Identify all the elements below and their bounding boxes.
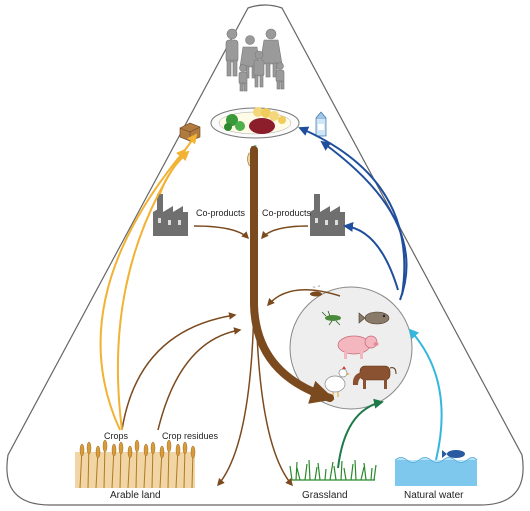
label-crops: Crops (104, 431, 129, 441)
flow-crops-to-center (121, 312, 237, 431)
flow-livestock-to-plate (298, 126, 406, 296)
fish-icon (358, 311, 390, 325)
label-arable-land: Arable land (110, 490, 161, 501)
factory-icon (310, 194, 345, 236)
flow-crops-to-factory (116, 133, 198, 431)
tuna-icon (442, 450, 465, 458)
manure-icon (310, 285, 322, 297)
water-icon (394, 457, 478, 486)
flow-coproducts-right (261, 225, 309, 240)
label-crop-residues: Crop residues (162, 431, 219, 441)
label-grassland: Grassland (302, 490, 348, 501)
people-icon (225, 28, 285, 92)
label-coproducts-right: Co-products (262, 208, 312, 218)
flow-residues-to-livestock (157, 327, 242, 431)
milk-carton-icon (315, 111, 327, 137)
wheat-icon (75, 439, 196, 489)
flow-coproducts-left (193, 225, 250, 240)
flow-to-arable (217, 299, 255, 487)
factory-icon (153, 194, 188, 236)
triangle-outline (6, 4, 524, 506)
grass-icon (289, 459, 377, 481)
cow-icon (352, 365, 397, 389)
label-coproducts-left: Co-products (196, 208, 246, 218)
flow-to-grassland (255, 299, 293, 487)
flow-livestock-manure (267, 289, 341, 307)
flow-livestock-to-milk (320, 140, 408, 301)
flow-factory-to-bread (159, 150, 190, 195)
food-plate-icon (210, 107, 300, 139)
label-natural-water: Natural water (404, 490, 464, 501)
flow-livestock-to-factory (343, 221, 399, 291)
pig-icon (337, 335, 379, 359)
bread-icon (179, 122, 201, 142)
flow-crops-to-bread (99, 148, 187, 431)
flow-grassland-to-livestock (337, 398, 384, 469)
insect-icon (321, 310, 341, 326)
flow-water-to-fish (408, 328, 443, 461)
